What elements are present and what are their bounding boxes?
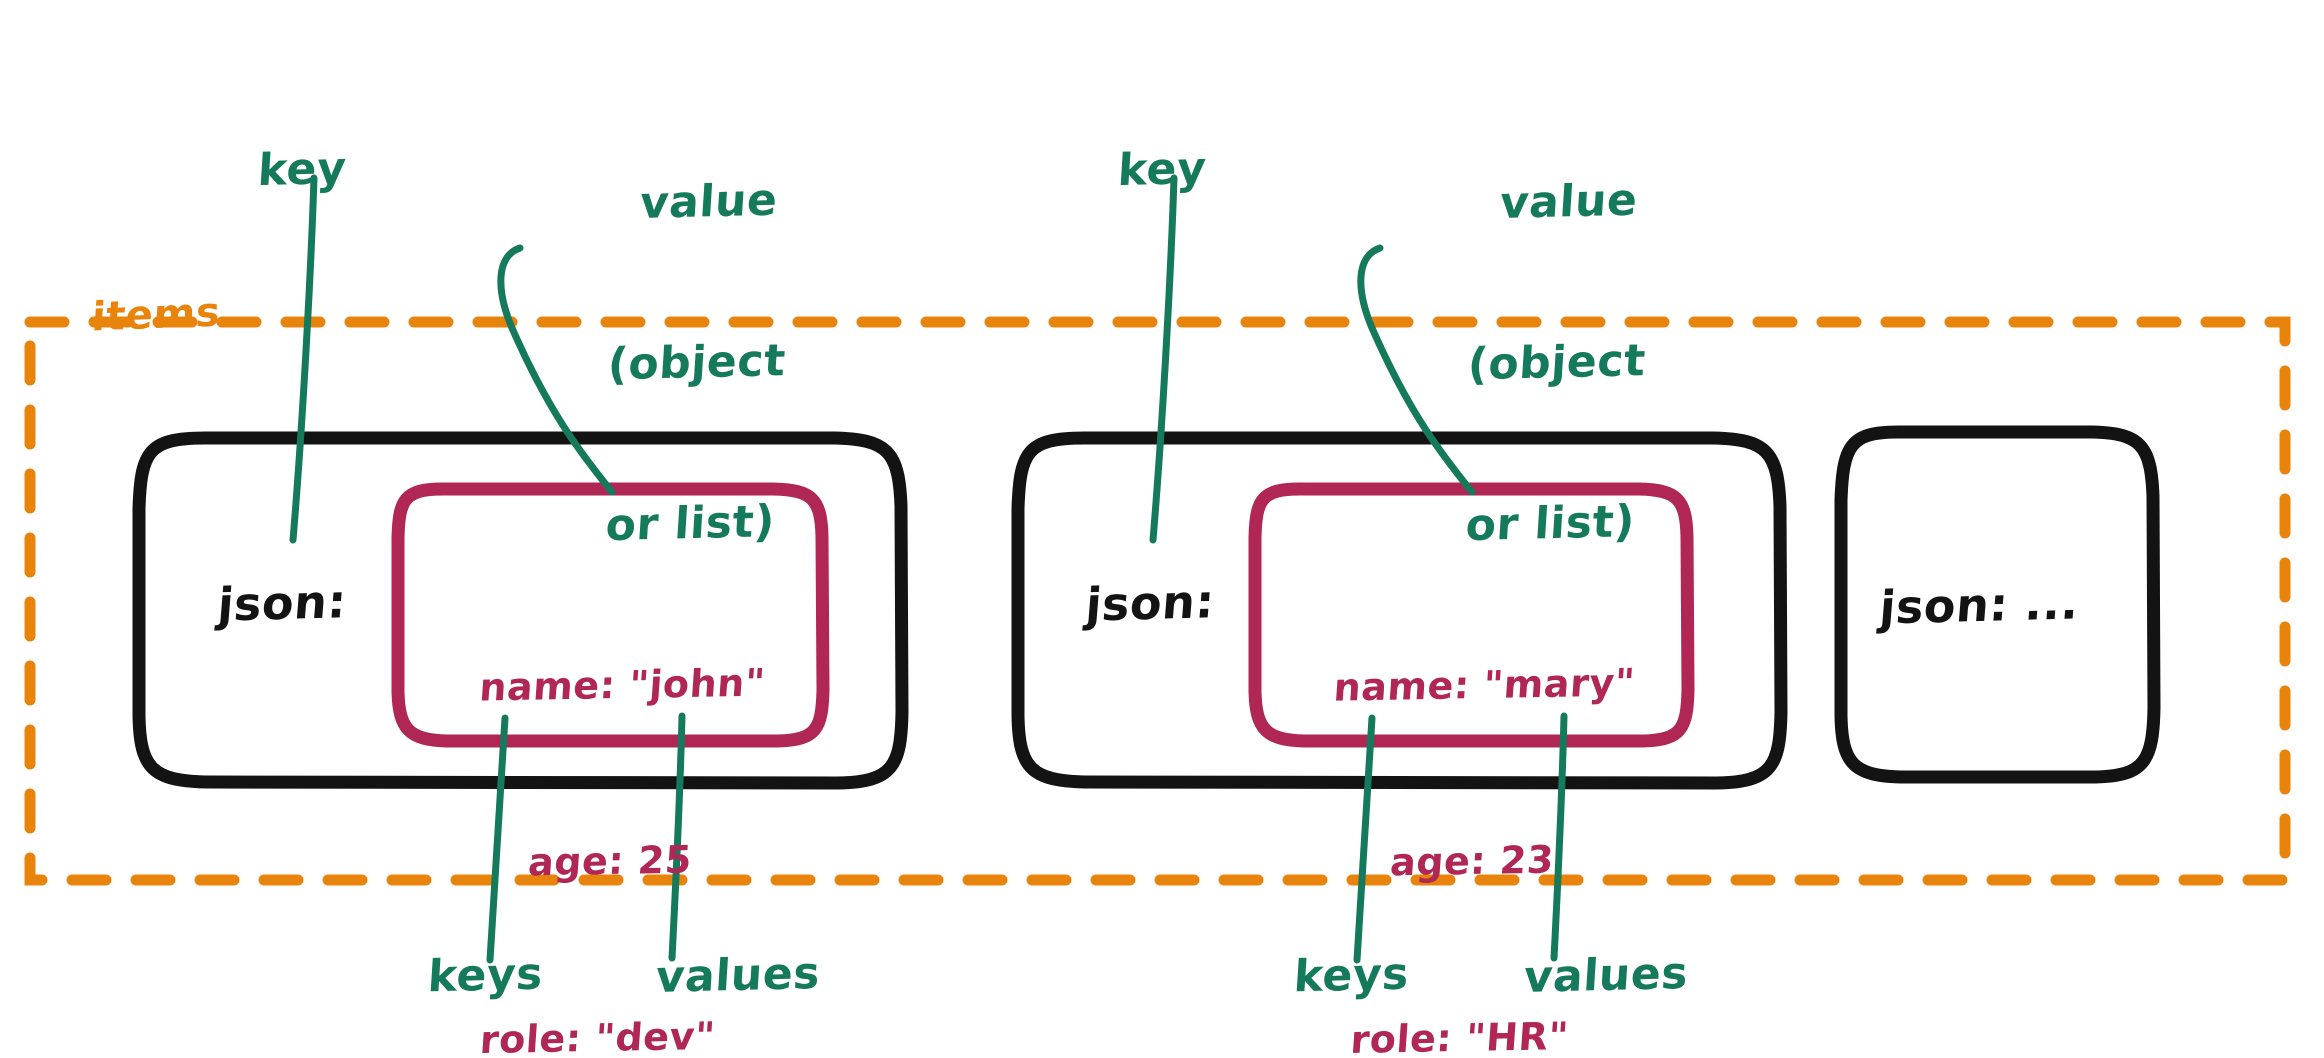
- item-card-2-outline: [1011, 431, 1788, 790]
- value-box-1-entry-1: age: 25: [526, 838, 694, 885]
- value-box-1-content: name: "john" age: 25 role: "dev": [397, 535, 823, 1058]
- annotation-value-1-line1: value: [638, 174, 780, 230]
- annotation-key-1: key: [256, 142, 348, 197]
- value-box-1-entry-0: name: "john": [477, 660, 767, 710]
- value-box-2-entry-0: name: "mary": [1332, 660, 1637, 710]
- item-card-3-outline: [1834, 425, 2161, 784]
- leader-line-value-1: [497, 244, 616, 496]
- items-container-label: items: [90, 289, 222, 341]
- leader-line-key-2: [1149, 174, 1178, 544]
- annotation-key-2: key: [1116, 142, 1208, 197]
- value-box-2-entry-2: role: "HR": [1349, 1014, 1571, 1058]
- annotation-value-1-line2: (object: [606, 335, 788, 391]
- leader-line-keys-1: [486, 714, 509, 964]
- leader-line-values-1: [668, 712, 686, 962]
- value-box-2-entry-1: age: 23: [1388, 838, 1556, 885]
- item-card-2-key-label: json:: [1083, 574, 1217, 632]
- annotation-value-2-line1: value: [1498, 174, 1640, 230]
- item-card-1-key-label: json:: [215, 574, 349, 632]
- leader-line-key-1: [289, 174, 318, 544]
- item-card-3-key-label: json: ...: [1877, 575, 2082, 635]
- item-card-1-outline: [132, 431, 909, 790]
- annotation-value-2-line2: (object: [1466, 335, 1648, 391]
- leader-line-keys-2: [1353, 714, 1376, 964]
- leader-line-values-2: [1550, 712, 1568, 962]
- leader-line-value-2: [1357, 244, 1476, 496]
- value-box-1-outline: [391, 482, 830, 748]
- value-box-2-content: name: "mary" age: 23 role: "HR": [1257, 535, 1687, 1058]
- value-box-2-outline: [1248, 482, 1695, 748]
- value-box-1-entry-2: role: "dev": [478, 1014, 717, 1058]
- items-container-outline: [24, 316, 2291, 886]
